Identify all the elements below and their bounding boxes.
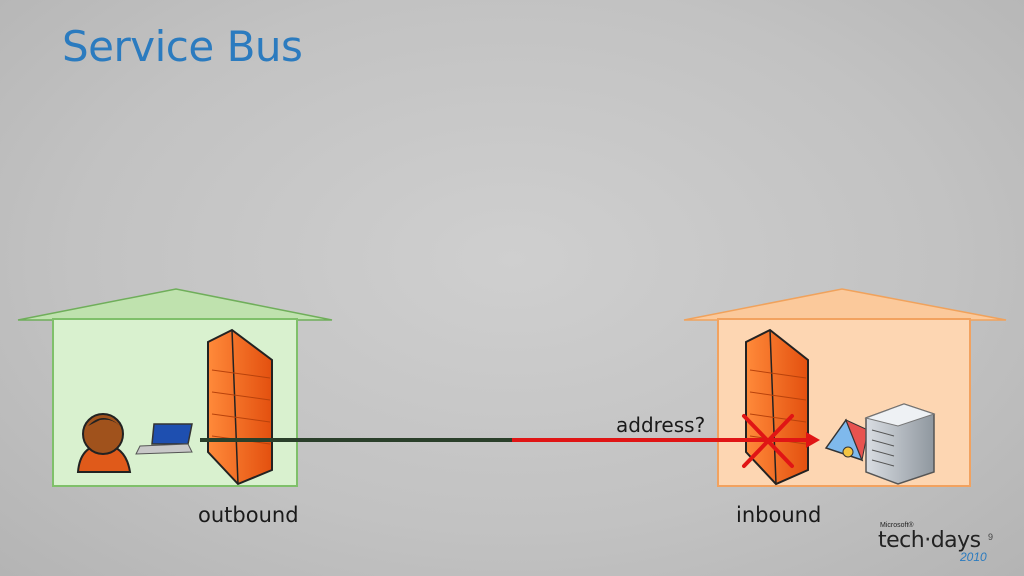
laptop-icon [135,423,193,455]
service-icon [824,418,869,462]
inbound-label: inbound [736,503,822,527]
brand-event: tech·days [878,528,981,553]
right-house-roof [683,288,1007,321]
server-icon [864,403,936,485]
blocked-x-icon [742,414,794,468]
arrow-icon [806,432,820,448]
brand-company: Microsoft® [880,522,914,529]
page-number: 9 [988,532,994,542]
brand-year: 2010 [960,550,987,564]
firewall-icon [207,328,273,486]
user-icon [76,413,132,473]
slide-title: Service Bus [62,22,303,71]
outbound-label: outbound [198,503,299,527]
address-question-label: address? [616,413,706,437]
firewall-icon [745,328,809,486]
techdays-logo: Microsoft® tech·days 2010 [878,520,988,568]
left-house [17,288,333,487]
left-house-roof [17,288,333,321]
